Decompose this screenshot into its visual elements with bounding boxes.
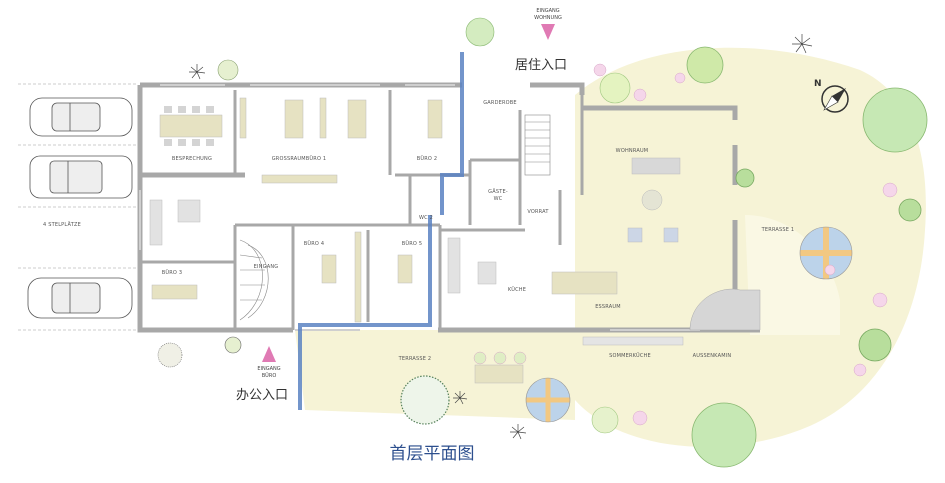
- entrance-home: EINGANG WOHNUNG 居住入口: [515, 8, 567, 73]
- umbrella-terrace-2: [525, 377, 571, 423]
- room-label-wohnraum: WOHNRAUM: [616, 148, 649, 154]
- room-label-sommerkueche: SOMMERKÜCHE: [609, 352, 651, 359]
- entrance-office-label-1: EINGANG: [257, 366, 280, 372]
- tree: [465, 17, 495, 47]
- room-label-terrasse1: TERRASSE 1: [761, 227, 795, 233]
- room-label-eingang: EINGANG: [254, 264, 279, 270]
- tree: [858, 328, 892, 362]
- room-label-buero5: BÜRO 5: [402, 240, 422, 247]
- terrace-south-area: [295, 330, 575, 420]
- tree: [898, 198, 922, 222]
- tree: [157, 342, 183, 368]
- windows: [139, 84, 700, 331]
- plan-title: 首层平面图: [390, 444, 475, 464]
- terrace-zones: [295, 47, 926, 447]
- tree: [400, 375, 450, 425]
- room-label-terrasse2: TERRASSE 2: [398, 356, 432, 362]
- tree: [599, 72, 631, 104]
- room-label-grossraum: GROSSRAUMBÜRO 1: [272, 155, 327, 162]
- room-label-aussenkamin: AUSSENKAMIN: [693, 353, 732, 359]
- stairs: [239, 114, 551, 321]
- parking-label: 4 STELPLÄTZE: [43, 221, 81, 228]
- car-2: [29, 155, 133, 199]
- entrance-office-label-2: BÜRO: [262, 372, 277, 379]
- tree: [691, 402, 757, 468]
- room-label-vorrat: VORRAT: [527, 209, 549, 215]
- entrance-office-marker: [262, 346, 276, 362]
- entrance-home-marker: [541, 24, 555, 40]
- room-label-buero4: BÜRO 4: [304, 240, 324, 247]
- entrance-home-label-2: WOHNUNG: [534, 15, 562, 21]
- tree: [862, 87, 928, 153]
- entrance-office: EINGANG BÜRO 办公入口: [236, 346, 288, 403]
- vegetation: [157, 17, 928, 468]
- entrance-office-cn-label: 办公入口: [236, 388, 288, 403]
- tree: [217, 59, 239, 81]
- room-label-essraum: ESSRAUM: [595, 304, 621, 310]
- parking-area: 4 STELPLÄTZE: [18, 83, 138, 331]
- tree: [591, 406, 619, 434]
- room-label-buero2: BÜRO 2: [417, 155, 437, 162]
- room-label-garderobe: GARDEROBE: [483, 100, 517, 106]
- car-3: [27, 277, 133, 319]
- room-label-wc2: WC 2: [419, 215, 433, 221]
- entrance-home-cn-label: 居住入口: [515, 58, 567, 73]
- car-1: [29, 97, 133, 137]
- room-label-gaeste-wc-1: GÄSTE-: [488, 188, 508, 195]
- room-labels: BESPRECHUNG GROSSRAUMBÜRO 1 BÜRO 2 GARDE…: [162, 100, 795, 362]
- tree: [224, 336, 242, 354]
- tree: [735, 168, 755, 188]
- room-label-buero3: BÜRO 3: [162, 269, 182, 276]
- room-label-gaeste-wc-2: WC: [494, 196, 503, 202]
- circulation-path: [298, 52, 464, 410]
- room-label-kueche: KÜCHE: [508, 286, 526, 293]
- furniture: [149, 97, 761, 384]
- compass-ring: [821, 85, 849, 113]
- compass-needle-icon: [832, 88, 846, 102]
- compass: N: [814, 79, 849, 113]
- terrace-1-deck: [745, 215, 840, 335]
- room-label-besprechung: BESPRECHUNG: [172, 156, 212, 162]
- entrance-home-label-1: EINGANG: [536, 8, 559, 14]
- compass-label: N: [814, 79, 822, 89]
- tree: [686, 46, 724, 84]
